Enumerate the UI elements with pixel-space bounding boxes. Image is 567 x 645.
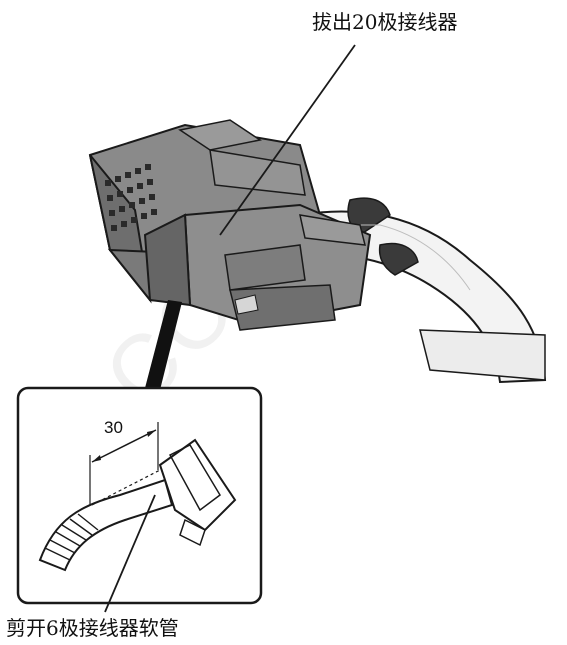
detail-inset <box>16 386 263 605</box>
dimension-label: 30 <box>104 418 123 437</box>
leader-line-bottom <box>104 494 156 613</box>
cut-tube-label: 剪开6极接线器软管 <box>6 616 179 640</box>
detail-pointer-arrow <box>145 300 182 390</box>
connector-6-pin <box>143 203 372 331</box>
leader-line-top <box>219 44 356 236</box>
unplug-connector-label: 拔出20极接线器 <box>312 10 458 34</box>
